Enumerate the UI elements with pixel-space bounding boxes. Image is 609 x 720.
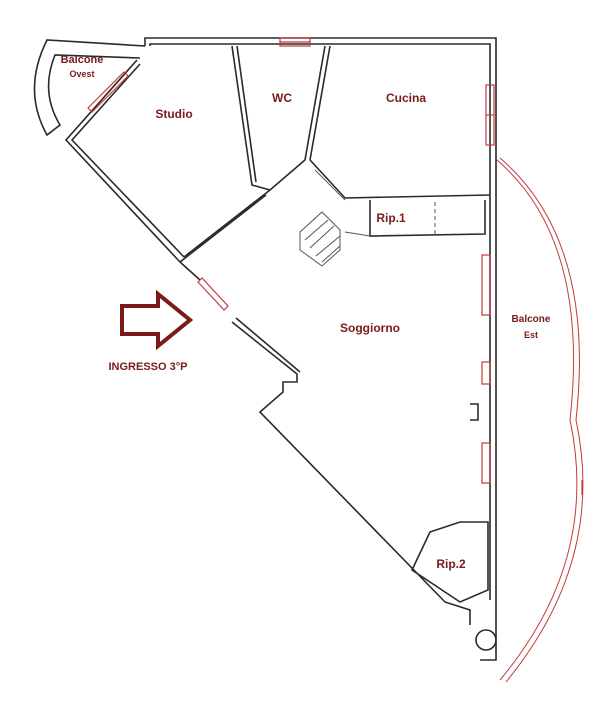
windows-east (481, 84, 495, 484)
studio-label: Studio (155, 107, 192, 121)
balcone-ovest-label: Balcone (61, 54, 104, 66)
outer-walls (64, 37, 497, 661)
balcone-est-sublabel: Est (524, 330, 538, 340)
balcone-est-label: Balcone (512, 314, 551, 325)
staircase (299, 211, 341, 267)
balcone-ovest-sublabel: Ovest (69, 69, 94, 79)
window-studio (87, 71, 129, 113)
entrance-door[interactable] (197, 277, 229, 311)
rip2-label: Rip.2 (436, 557, 466, 571)
column-icon (475, 629, 497, 651)
rip1-label: Rip.1 (376, 211, 406, 225)
cucina-label: Cucina (386, 91, 426, 105)
entrance-label: INGRESSO 3°P (109, 361, 188, 373)
balcone-est-outline (496, 157, 584, 683)
arrow-right-icon (120, 289, 194, 351)
wc-label: WC (272, 91, 292, 105)
balcone-ovest-outline (33, 39, 146, 137)
soggiorno-label: Soggiorno (340, 321, 400, 335)
rip2-closet (410, 521, 489, 603)
window-wc (279, 37, 311, 47)
interior-walls (179, 45, 491, 421)
